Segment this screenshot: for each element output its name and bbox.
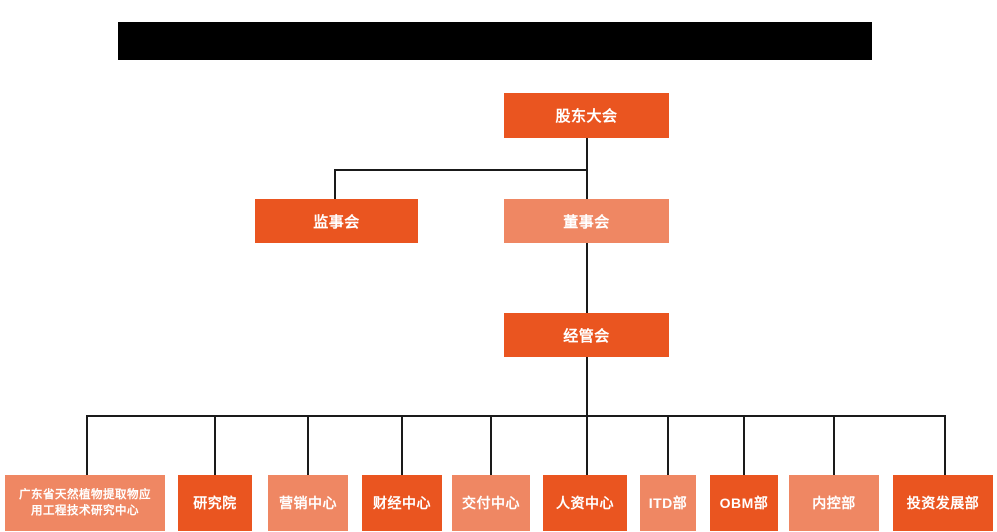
connector-department-bus — [86, 415, 945, 417]
node-dept-obm[interactable]: OBM部 — [710, 475, 778, 531]
node-label: 股东大会 — [555, 108, 618, 125]
connector-directors-to-management — [586, 243, 588, 313]
connector-drop-dept-9 — [833, 415, 835, 475]
connector-drop-dept-5 — [490, 415, 492, 475]
node-label: 研究院 — [193, 495, 237, 511]
node-label: 财经中心 — [373, 495, 431, 511]
node-label: ITD部 — [648, 495, 688, 511]
node-label: 内控部 — [812, 495, 856, 511]
connector-level2-bar — [335, 169, 588, 171]
redacted-title-banner — [118, 22, 872, 60]
connector-shareholders-down — [586, 138, 588, 171]
node-board-of-supervisors[interactable]: 监事会 — [255, 199, 418, 243]
node-label: 营销中心 — [279, 495, 337, 511]
node-dept-guangdong-research-center[interactable]: 广东省天然植物提取物应 用工程技术研究中心 — [5, 475, 165, 531]
node-dept-marketing-center[interactable]: 营销中心 — [268, 475, 348, 531]
node-shareholders-meeting[interactable]: 股东大会 — [504, 93, 669, 138]
node-label: 人资中心 — [556, 495, 614, 511]
node-label: OBM部 — [719, 495, 769, 511]
connector-drop-dept-8 — [743, 415, 745, 475]
node-label: 投资发展部 — [906, 495, 980, 511]
connector-drop-dept-3 — [307, 415, 309, 475]
node-label: 交付中心 — [462, 495, 520, 511]
connector-drop-dept-6 — [586, 415, 588, 475]
node-dept-itd[interactable]: ITD部 — [640, 475, 696, 531]
node-dept-delivery-center[interactable]: 交付中心 — [452, 475, 530, 531]
connector-directors-down — [586, 169, 588, 200]
node-dept-finance-center[interactable]: 财经中心 — [362, 475, 442, 531]
connector-drop-dept-10 — [944, 415, 946, 475]
connector-drop-dept-1 — [86, 415, 88, 475]
node-dept-investment-development[interactable]: 投资发展部 — [893, 475, 993, 531]
node-label: 监事会 — [313, 213, 360, 231]
node-dept-internal-control[interactable]: 内控部 — [789, 475, 879, 531]
connector-drop-dept-7 — [667, 415, 669, 475]
connector-supervisors-down — [334, 169, 336, 200]
connector-drop-dept-2 — [214, 415, 216, 475]
node-board-of-directors[interactable]: 董事会 — [504, 199, 669, 243]
node-label: 广东省天然植物提取物应 用工程技术研究中心 — [19, 489, 151, 517]
node-dept-research-institute[interactable]: 研究院 — [178, 475, 252, 531]
node-label: 董事会 — [563, 213, 610, 231]
node-label: 经管会 — [563, 327, 610, 345]
connector-drop-dept-4 — [401, 415, 403, 475]
connector-management-down — [586, 357, 588, 416]
node-dept-human-resources-center[interactable]: 人资中心 — [543, 475, 627, 531]
node-management-committee[interactable]: 经管会 — [504, 313, 669, 357]
